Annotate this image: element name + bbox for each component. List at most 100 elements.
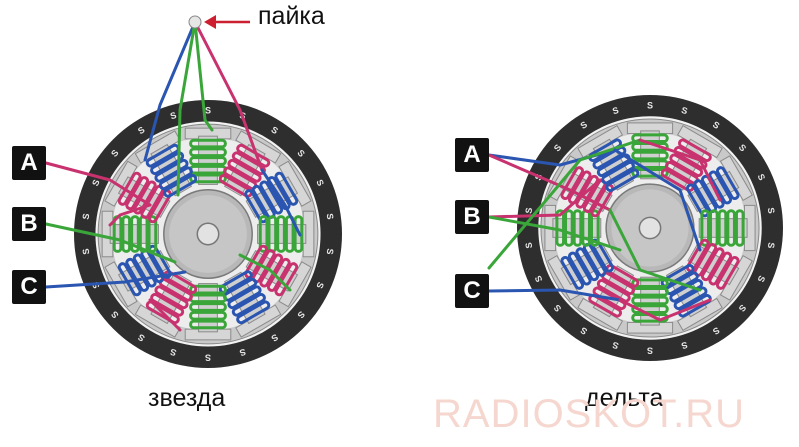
pole-letter: S <box>524 207 535 214</box>
winding-turn <box>236 300 271 325</box>
wire-delta-a1 <box>487 153 612 212</box>
winding-turn <box>218 173 253 198</box>
winding-turn <box>673 286 708 311</box>
pole-letter: S <box>611 340 620 351</box>
wire-delta-a2 <box>487 178 602 219</box>
pole-letter: S <box>524 242 535 249</box>
winding-turn <box>154 285 189 310</box>
winding-turn <box>592 286 627 311</box>
arrow-head <box>204 15 216 29</box>
pole-letter: S <box>81 213 92 220</box>
winding-turn <box>575 247 600 282</box>
pole-letter: S <box>533 274 545 284</box>
stator-pole <box>685 238 753 301</box>
winding-turn <box>189 156 227 166</box>
pole-letter: S <box>552 303 563 314</box>
wire-a-link-2 <box>148 298 182 332</box>
pole-letter: S <box>325 213 336 220</box>
winding-turn <box>669 278 704 303</box>
winding-turn <box>715 255 740 290</box>
solder-arrow-icon <box>204 15 250 29</box>
winding-turn <box>660 168 695 193</box>
winding-turn <box>150 292 185 317</box>
star-wires <box>44 15 302 332</box>
winding-turn <box>592 145 627 170</box>
winding-turn <box>601 160 635 185</box>
pole-letter: S <box>295 309 306 320</box>
winding-turn <box>154 158 189 183</box>
pole-letter: S <box>205 352 211 362</box>
winding-turn <box>717 209 728 247</box>
pole-letter: S <box>314 178 326 188</box>
pole-letter: S <box>766 242 777 249</box>
wire-a-neutral <box>193 20 264 172</box>
wire-delta-b2 <box>487 138 642 270</box>
pole-letter: S <box>238 347 247 358</box>
winding-turn <box>258 215 269 253</box>
wire-b-neutral <box>176 20 197 197</box>
wire-delta-a3 <box>638 138 722 202</box>
pole-letter: S <box>647 101 653 111</box>
winding-turn <box>734 209 745 247</box>
pole-letter: S <box>269 332 279 344</box>
pole-letter: S <box>579 119 589 131</box>
winding-turn <box>163 270 198 295</box>
winding-turn <box>589 209 600 247</box>
winding-turn <box>590 183 615 218</box>
pole-letter: S <box>552 142 563 153</box>
stator-pole <box>104 160 172 224</box>
pole-letter: S <box>136 332 146 344</box>
winding-turn <box>715 166 740 201</box>
winding-turn <box>227 285 262 310</box>
pole-letter: S <box>579 325 589 337</box>
winding-turn <box>631 295 669 306</box>
winding-turn <box>227 158 262 183</box>
winding-turn <box>274 171 299 206</box>
pole-letter: S <box>295 148 306 159</box>
stator-pole <box>698 204 756 252</box>
pole-letter: S <box>269 124 279 136</box>
stator-pole <box>547 238 615 301</box>
wire-delta-c3 <box>613 148 702 252</box>
winding-turn <box>231 292 266 317</box>
stator-pole <box>101 210 159 258</box>
pole-letter: S <box>737 142 748 153</box>
winding-turn <box>125 176 150 211</box>
solder-point <box>188 15 202 29</box>
winding-turn <box>726 209 736 247</box>
winding-turn <box>244 189 269 224</box>
winding-turn <box>677 293 712 318</box>
stator-pole <box>218 130 282 198</box>
winding-turn <box>293 215 304 253</box>
phase-a-label-star: A <box>12 146 46 180</box>
winding-turn <box>660 263 695 288</box>
pole-letter: S <box>737 303 748 314</box>
winding-turn <box>125 257 150 292</box>
wire-c-in <box>44 270 187 289</box>
stator-pole <box>577 263 640 331</box>
stator-pole <box>626 122 674 180</box>
stator-pole <box>685 155 753 218</box>
pole-letter: S <box>766 207 777 214</box>
winding-turn <box>673 145 708 170</box>
winding-turn <box>132 253 157 288</box>
pole-letter: S <box>711 325 721 337</box>
wire-c-link <box>260 168 302 237</box>
pole-letter: S <box>756 274 768 284</box>
wire-a-in <box>44 161 152 207</box>
winding-turn <box>189 173 227 184</box>
wire-b-neutral-2 <box>193 20 214 132</box>
winding-turn <box>132 180 157 215</box>
winding-turn <box>560 166 585 201</box>
winding-turn <box>266 257 291 292</box>
shaft <box>196 222 220 246</box>
phase-b-label-star: B <box>12 207 46 241</box>
solder-label: пайка <box>258 2 325 30</box>
phase-a-label-delta: A <box>455 138 489 172</box>
pole-letter: S <box>647 345 653 355</box>
pole-stem <box>698 218 748 238</box>
winding-turn <box>685 238 710 273</box>
winding-turn <box>189 147 227 158</box>
winding-turn <box>567 251 592 286</box>
